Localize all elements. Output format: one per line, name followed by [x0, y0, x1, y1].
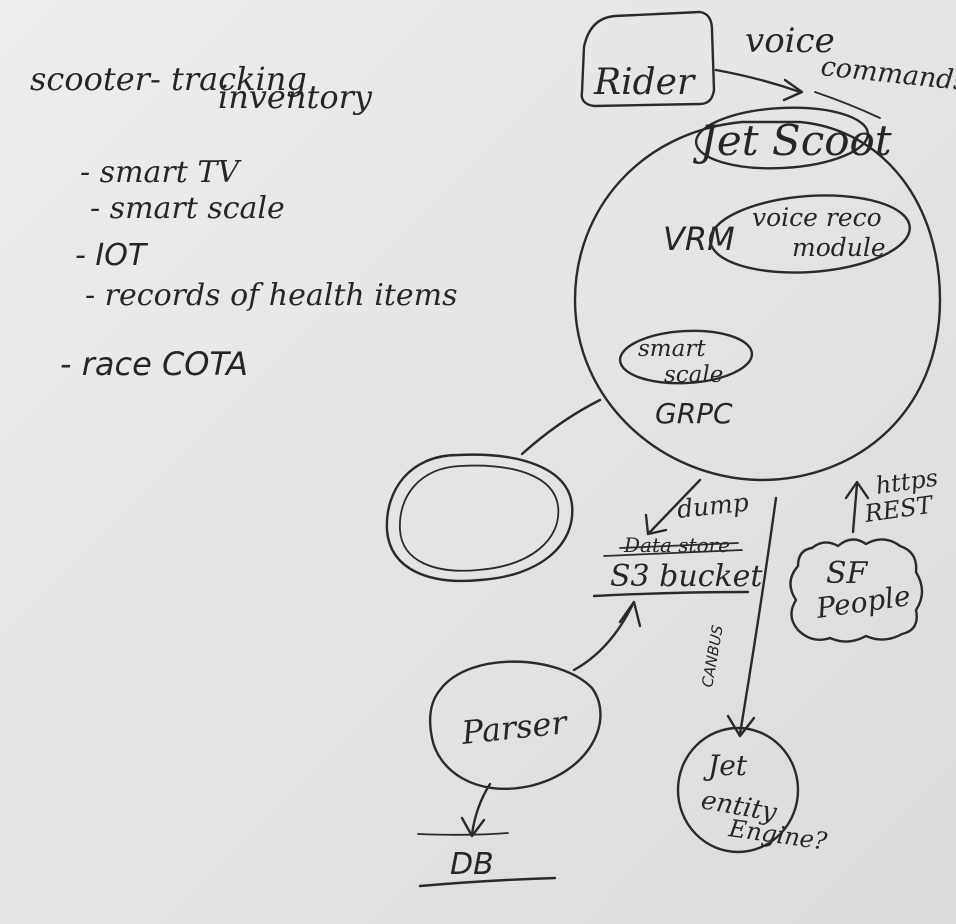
https-rest-arrowhead: [844, 480, 870, 500]
jet-scoot-system-circle: [573, 120, 942, 482]
notes-item-race-cota: - race COTA: [60, 345, 248, 383]
canbus-label: CANBUS: [698, 623, 727, 688]
dump-label: dump: [676, 488, 750, 524]
data-store-crossed: Data store: [603, 533, 743, 557]
inventory-notes: scooter- tracking inventory - smart TV -…: [30, 60, 458, 383]
rider-to-voice-arrowhead: [782, 78, 804, 102]
notes-item-health-records: - records of health items: [85, 278, 458, 313]
rider-to-voice-arrow: [714, 68, 802, 94]
vrm-line1: voice reco: [752, 203, 882, 232]
canbus-line: [738, 496, 778, 736]
data-store-underline: [603, 549, 743, 557]
parser-to-s3-arrowhead: [618, 600, 642, 628]
notes-item-smart-scale: - smart scale: [90, 191, 285, 226]
dump-arrow: [648, 478, 702, 534]
system-to-ring-line: [520, 398, 602, 456]
smart-scale-line2: scale: [664, 362, 723, 388]
db-node: DB: [417, 832, 557, 888]
vrm-line2: module: [792, 233, 886, 262]
parser-node: Parser: [428, 660, 602, 791]
notes-title-line1: scooter- tracking: [30, 60, 307, 98]
smart-scale-line1: smart: [638, 336, 706, 362]
notes-item-smart-tv: - smart TV: [80, 155, 242, 190]
smart-scale-node: smart scale: [618, 329, 754, 388]
parser-to-db-arrow: [470, 782, 492, 836]
unlabeled-double-ring-node: [385, 453, 574, 583]
canbus-arrowhead: [726, 714, 756, 738]
jet-entity-engine-node: Jet entity Engine?: [676, 726, 829, 856]
rest-label: REST: [862, 490, 936, 528]
voice-commands-label: voice commands: [745, 21, 956, 97]
voice-commands-line2: commands: [819, 51, 956, 97]
rider-box: Rider: [580, 10, 716, 108]
notes-title-line2: inventory: [218, 78, 373, 116]
rider-label: Rider: [593, 62, 696, 103]
dump-arrowhead: [644, 513, 668, 536]
parser-label: Parser: [459, 703, 570, 752]
db-label: DB: [450, 847, 494, 882]
db-underline: [418, 876, 557, 888]
data-store-strike: [619, 542, 739, 549]
s3-bucket-node: S3 bucket: [592, 559, 763, 598]
voice-to-scoot-stroke: [814, 91, 881, 119]
voice-commands-line1: voice: [745, 21, 835, 61]
sf-people-node: SF People: [789, 538, 924, 643]
s3-bucket-underline: [592, 590, 750, 598]
jet-scoot-label: Jet Scoot: [692, 116, 892, 165]
jet-entity-engine-line1: Jet: [703, 749, 748, 782]
https-rest-arrow: [851, 482, 859, 534]
voice-reco-module-node: voice reco module: [709, 194, 911, 274]
vrm-abbrev: VRM: [663, 220, 735, 258]
db-overline: [417, 832, 509, 836]
s3-bucket-label: S3 bucket: [610, 559, 763, 594]
parser-to-s3-arrow: [572, 604, 634, 672]
grpc-label: GRPC: [655, 397, 733, 430]
jet-scoot-node: Jet Scoot: [692, 106, 892, 170]
notes-item-iot: - IOT: [75, 238, 149, 273]
sf-people-line1: SF: [826, 556, 869, 591]
jet-entity-engine-line3: Engine?: [726, 814, 829, 856]
parser-to-db-arrowhead: [460, 816, 486, 838]
